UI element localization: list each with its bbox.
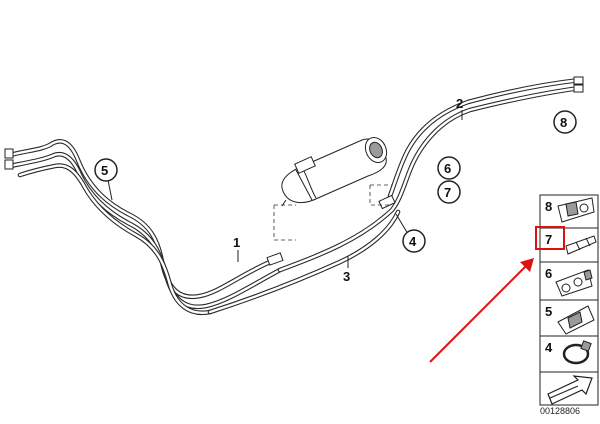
line-center-lower [207, 209, 401, 315]
line-left-lower [7, 151, 283, 310]
svg-text:6: 6 [444, 161, 451, 176]
line-right-upper [387, 77, 583, 199]
callout-5[interactable]: 5 [94, 158, 118, 201]
line-end-cap [573, 76, 584, 85]
highlight-arrow [429, 258, 534, 363]
svg-text:8: 8 [560, 115, 567, 130]
line-end-cap [573, 84, 584, 93]
line-end-cap [4, 148, 14, 159]
callouts: 1 2 3 4 5 6 7 8 [94, 96, 577, 284]
legend-row-8[interactable]: 8 [545, 197, 595, 223]
line-left-mid [17, 163, 213, 316]
svg-text:3: 3 [343, 269, 350, 284]
svg-text:7: 7 [545, 232, 552, 247]
parts-legend: 8 7 6 5 4 [535, 194, 599, 406]
callout-1[interactable]: 1 [233, 235, 240, 262]
diagram-id-label: 00128806 [540, 406, 581, 416]
callout-8[interactable]: 8 [553, 110, 577, 134]
line-left-upper [7, 139, 273, 300]
svg-text:4: 4 [545, 340, 553, 355]
callout-3[interactable]: 3 [343, 256, 350, 284]
legend-row-4[interactable]: 4 [545, 340, 592, 365]
line-end-cap [4, 159, 14, 170]
svg-text:4: 4 [409, 234, 417, 249]
svg-text:5: 5 [545, 304, 552, 319]
legend-row-6[interactable]: 6 [545, 266, 593, 297]
svg-text:2: 2 [456, 96, 463, 111]
fuel-lines [4, 76, 584, 316]
callout-7[interactable]: 7 [437, 180, 461, 204]
legend-row-7[interactable]: 7 [535, 226, 597, 255]
legend-row-5[interactable]: 5 [545, 304, 595, 335]
fuel-filter [273, 136, 392, 241]
svg-text:6: 6 [545, 266, 552, 281]
legend-arrow-icon [547, 375, 593, 405]
callout-4[interactable]: 4 [395, 213, 426, 253]
svg-text:5: 5 [101, 163, 108, 178]
highlight-box [535, 226, 565, 250]
connector [266, 252, 284, 266]
callout-2[interactable]: 2 [456, 96, 463, 120]
callout-6[interactable]: 6 [437, 156, 461, 180]
svg-text:8: 8 [545, 199, 552, 214]
svg-text:7: 7 [444, 185, 451, 200]
svg-text:1: 1 [233, 235, 240, 250]
line-center [277, 85, 583, 273]
